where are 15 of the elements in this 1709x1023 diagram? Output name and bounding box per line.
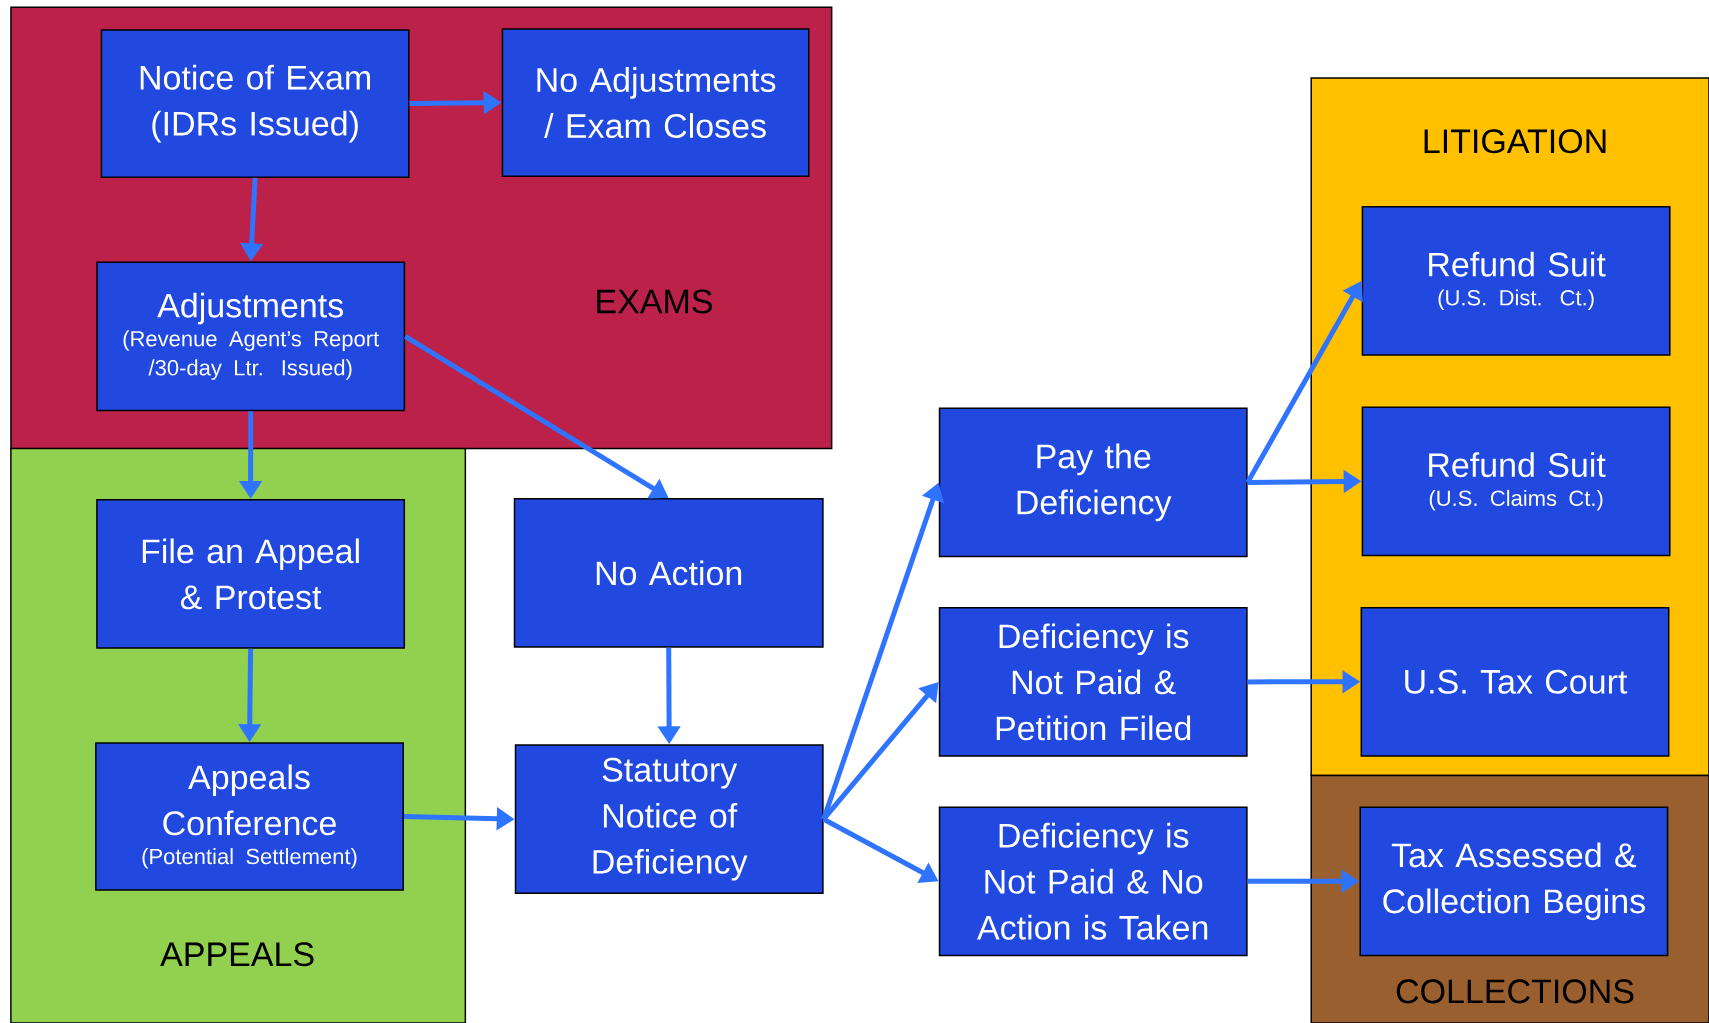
process-box: Deficiency is Not Paid & Petition Filed	[938, 607, 1248, 757]
process-box: Tax Assessed & Collection Begins	[1359, 806, 1669, 957]
process-box: Refund Suit (U.S. Dist. Ct.)	[1361, 205, 1671, 356]
process-box: No Action	[513, 498, 824, 648]
process-box: Notice of Exam (IDRs Issued)	[100, 29, 410, 178]
process-box: No Adjustments / Exam Closes	[501, 28, 810, 177]
process-box: Appeals Conference (Potential Settlement)	[95, 742, 404, 891]
arrow	[821, 682, 939, 821]
process-box: U.S. Tax Court	[1360, 606, 1670, 757]
process-box: File an Appeal & Protest	[96, 499, 406, 649]
process-box: Pay the Deficiency	[938, 407, 1248, 558]
process-box: Refund Suit (U.S. Claims Ct.)	[1361, 406, 1671, 557]
process-box: Deficiency is Not Paid & No Action is Taken	[938, 806, 1248, 957]
process-box: Adjustments (Revenue Agent’s Report /30-day Ltr. Issued)	[96, 261, 406, 412]
process-box: Statutory Notice of Deficiency	[514, 744, 824, 895]
